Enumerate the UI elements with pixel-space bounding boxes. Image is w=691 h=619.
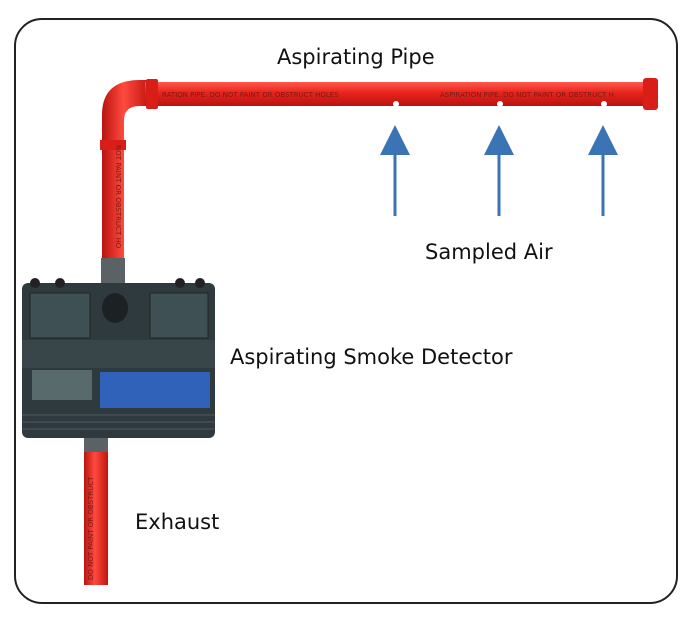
smoke-detector-unit (22, 278, 215, 438)
pipe-marking-right: ASPIRATION PIPE. DO NOT PAINT OR OBSTRUC… (440, 91, 614, 99)
sampling-hole (393, 101, 399, 107)
detector-blue-panel (100, 372, 210, 408)
pipe-elbow (102, 80, 150, 285)
exhaust-connector (84, 436, 108, 452)
diagram-frame (14, 18, 678, 604)
sampling-hole (601, 101, 607, 107)
detector-label: Aspirating Smoke Detector (230, 345, 513, 369)
sampled-air-label: Sampled Air (425, 240, 553, 264)
pipe-coupling-vertical (100, 140, 126, 150)
sampling-hole (497, 101, 503, 107)
pipe-marking-left: RATION PIPE. DO NOT PAINT OR OBSTRUCT HO… (162, 91, 339, 99)
exhaust-label: Exhaust (135, 510, 220, 534)
pipe-coupling-left (146, 79, 158, 109)
pipe-end-cap (643, 78, 658, 110)
pipe-marking-vertical-lower: DO NOT PAINT OR OBSTRUCT (87, 476, 95, 580)
pipe-marking-vertical-upper: NOT PAINT OR OBSTRUCT HO (114, 145, 122, 249)
aspirating-pipe-label: Aspirating Pipe (277, 45, 435, 69)
exhaust-pipe (84, 440, 108, 585)
